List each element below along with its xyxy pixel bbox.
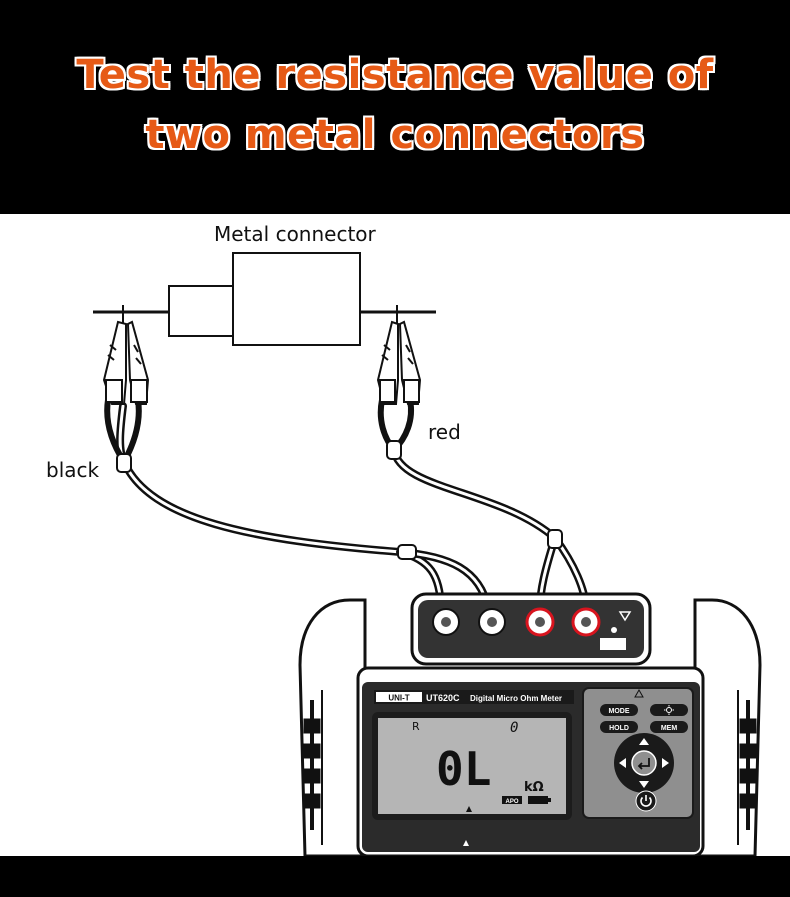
red-junction xyxy=(547,529,563,549)
metal-connector-label: Metal connector xyxy=(214,222,376,246)
down-arrow-icon xyxy=(639,781,649,788)
connector-large-part xyxy=(232,252,361,346)
red-lead-label: red xyxy=(428,420,461,444)
enter-icon xyxy=(637,758,650,770)
bottom-warning-icon xyxy=(463,840,469,846)
red-cable xyxy=(377,397,590,612)
black-junction xyxy=(397,544,417,560)
battery-icon xyxy=(528,796,551,804)
black-splitter xyxy=(116,453,132,473)
meter-description: Digital Micro Ohm Meter xyxy=(470,694,562,703)
lcd-warning-icon xyxy=(466,806,472,812)
model-label: UT620C xyxy=(426,693,460,703)
keypad-warning-icon xyxy=(634,688,644,698)
backlight-icon xyxy=(664,705,674,715)
page-title-line-2: two metal connectors xyxy=(145,112,645,158)
mem-button xyxy=(650,721,688,733)
hold-button-label: HOLD xyxy=(609,725,629,732)
left-arrow-icon xyxy=(619,758,626,768)
black-lead-label: black xyxy=(46,458,100,482)
footer-bar xyxy=(0,856,790,897)
black-kelvin-clip xyxy=(102,305,150,405)
meter-title-strip xyxy=(374,690,574,704)
connector-small-part xyxy=(168,285,234,337)
brand-logo: UNI-T xyxy=(388,694,409,703)
power-icon xyxy=(640,795,652,807)
warning-icon xyxy=(618,611,632,622)
lcd-reading: 0L xyxy=(436,742,491,796)
hold-button xyxy=(600,721,638,733)
lcd-unit: kΩ xyxy=(524,780,544,795)
red-splitter xyxy=(386,440,402,460)
meter-right-grip xyxy=(693,598,762,858)
mem-button-label: MEM xyxy=(661,725,678,732)
mode-button-label: MODE xyxy=(609,708,630,715)
mode-button xyxy=(600,704,638,716)
apo-label: APO xyxy=(505,799,518,805)
indicator-led xyxy=(611,627,617,633)
right-arrow-icon xyxy=(662,758,669,768)
lcd-mode-indicator: R xyxy=(412,720,420,733)
meter-left-grip xyxy=(298,598,367,858)
up-arrow-icon xyxy=(639,738,649,745)
power-jack xyxy=(600,638,626,650)
red-kelvin-clip xyxy=(376,305,422,405)
lcd-zero-indicator: 0 xyxy=(510,720,518,736)
backlight-button xyxy=(650,704,688,716)
black-cable xyxy=(104,397,492,612)
page-title-line-1: Test the resistance value of xyxy=(76,52,714,98)
enter-button xyxy=(631,750,657,776)
title-banner: Test the resistance value of two metal c… xyxy=(0,0,790,214)
apo-badge xyxy=(502,796,522,804)
brand-logo-box xyxy=(376,692,422,702)
